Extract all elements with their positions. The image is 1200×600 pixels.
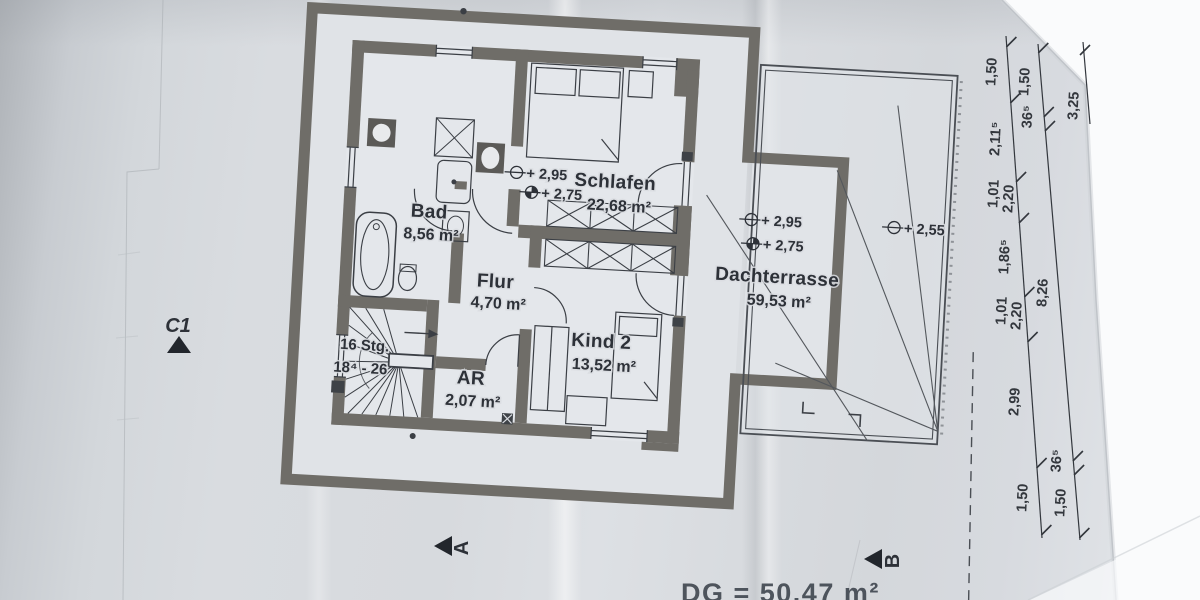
- terrace-parapet: [739, 63, 963, 446]
- stair-note-line1: 16 Stg.: [340, 336, 390, 356]
- dimension-label: 3,25: [1065, 91, 1082, 120]
- dimension-line-outer: [1037, 43, 1081, 541]
- section-arrow-icon: [167, 336, 191, 353]
- level-markers: [504, 165, 907, 251]
- terrace-fill: [740, 64, 958, 445]
- section-marker-a: A: [434, 536, 473, 556]
- bathtub: [352, 211, 398, 298]
- dimension-label: 36⁵: [1048, 449, 1065, 473]
- stair-arrow-icon: [428, 329, 439, 339]
- section-label-a: A: [451, 541, 473, 555]
- bedroom-furniture: [525, 62, 655, 163]
- dimension-ticks: [1037, 42, 1090, 539]
- floor-area-total: DG = 50.47 m²: [681, 578, 880, 600]
- paper-edge: [1000, 0, 1200, 600]
- desk: [564, 394, 608, 427]
- under-sheet-edges: [115, 0, 861, 600]
- bed: [610, 311, 663, 402]
- dimension-label: 2,11⁵: [987, 121, 1005, 156]
- section-label-c1: C1: [165, 315, 191, 337]
- dimension-label: 1,01: [993, 296, 1010, 325]
- dimension-label: 1,50: [1052, 488, 1069, 517]
- room-area-bad: 8,56 m²: [403, 225, 459, 245]
- room-area-kind2: 13,52 m²: [571, 356, 636, 377]
- level-text: + 2,95: [761, 213, 803, 231]
- double-bed: [525, 62, 625, 163]
- dimension-ticks: [1005, 36, 1052, 536]
- shower-tray: [435, 159, 473, 205]
- dimension-label: 2,20: [1008, 301, 1025, 330]
- wardrobe-closet: [543, 199, 679, 274]
- bathroom-fixtures: [352, 117, 506, 298]
- house-fill: [331, 40, 701, 444]
- dimension-label: 8,26: [1034, 278, 1051, 307]
- dimension-label: 1,50: [983, 57, 1000, 86]
- washbasin: [441, 209, 470, 243]
- level-text: + 2,95: [526, 166, 568, 184]
- section-marker-b: B: [864, 549, 904, 569]
- level-text: + 2,75: [762, 237, 804, 255]
- room-label-schlafen: Schlafen: [574, 170, 657, 196]
- level-marker-icon: [519, 185, 544, 199]
- shower: [433, 117, 476, 159]
- room-label-kind2: Kind 2: [571, 330, 632, 354]
- dimension-chains: 1,50 2,11⁵ 1,01 2,20 1,86⁵ 1,01 2,20 2,9…: [983, 35, 1091, 541]
- dimension-line-far: [1082, 41, 1091, 125]
- plan-symbols: [330, 7, 514, 440]
- level-text: + 2,55: [904, 221, 946, 239]
- door-swings: [413, 163, 683, 367]
- level-marker-icon: [882, 220, 907, 235]
- dimension-label: 2,20: [1000, 184, 1017, 213]
- boundary-dashed-line: [967, 352, 974, 600]
- level-text: + 2,75: [541, 186, 583, 204]
- windows: [333, 44, 692, 443]
- dimension-line-inner: [1005, 35, 1043, 539]
- nightstand: [627, 69, 655, 99]
- terrace-corner-marks: [801, 401, 862, 428]
- section-arrow-icon: [864, 549, 882, 569]
- stair-note-line2: 18⁴ - 26: [333, 358, 388, 378]
- level-marker-icon: [739, 212, 764, 227]
- plan-group: Bad 8,56 m² Schlafen 22,68 m² Flur 4,70 …: [280, 1, 974, 600]
- staircase: [344, 306, 439, 418]
- level-marker-icon: [740, 237, 765, 251]
- dimension-label: 1,86⁵: [996, 239, 1014, 275]
- section-label-b: B: [882, 554, 904, 568]
- dimension-ticks: [1079, 44, 1091, 56]
- wc: [397, 265, 418, 292]
- terrace-slope-lines: [706, 105, 939, 441]
- room-label-bad: Bad: [410, 201, 448, 224]
- dimension-label: 1,01: [985, 179, 1002, 208]
- dimension-label: 36⁵: [1019, 105, 1036, 129]
- room-area-schlafen: 22,68 m²: [586, 196, 651, 217]
- section-marker-c1: C1: [165, 315, 191, 353]
- section-arrow-icon: [434, 536, 452, 556]
- kid-room-furniture: [529, 311, 663, 427]
- dimension-label: 1,50: [1016, 67, 1033, 96]
- room-area-dachterrasse: 59,53 m²: [746, 291, 811, 312]
- stair-rail: [387, 352, 435, 370]
- room-area-ar: 2,07 m²: [445, 392, 501, 412]
- roof-outline: [280, 1, 850, 510]
- dimension-label: 2,99: [1006, 387, 1023, 416]
- room-label-flur: Flur: [476, 270, 515, 293]
- dimension-label: 1,50: [1014, 483, 1031, 512]
- room-label-ar: AR: [456, 367, 485, 390]
- room-area-flur: 4,70 m²: [470, 294, 526, 314]
- level-marker-icon: [504, 165, 529, 180]
